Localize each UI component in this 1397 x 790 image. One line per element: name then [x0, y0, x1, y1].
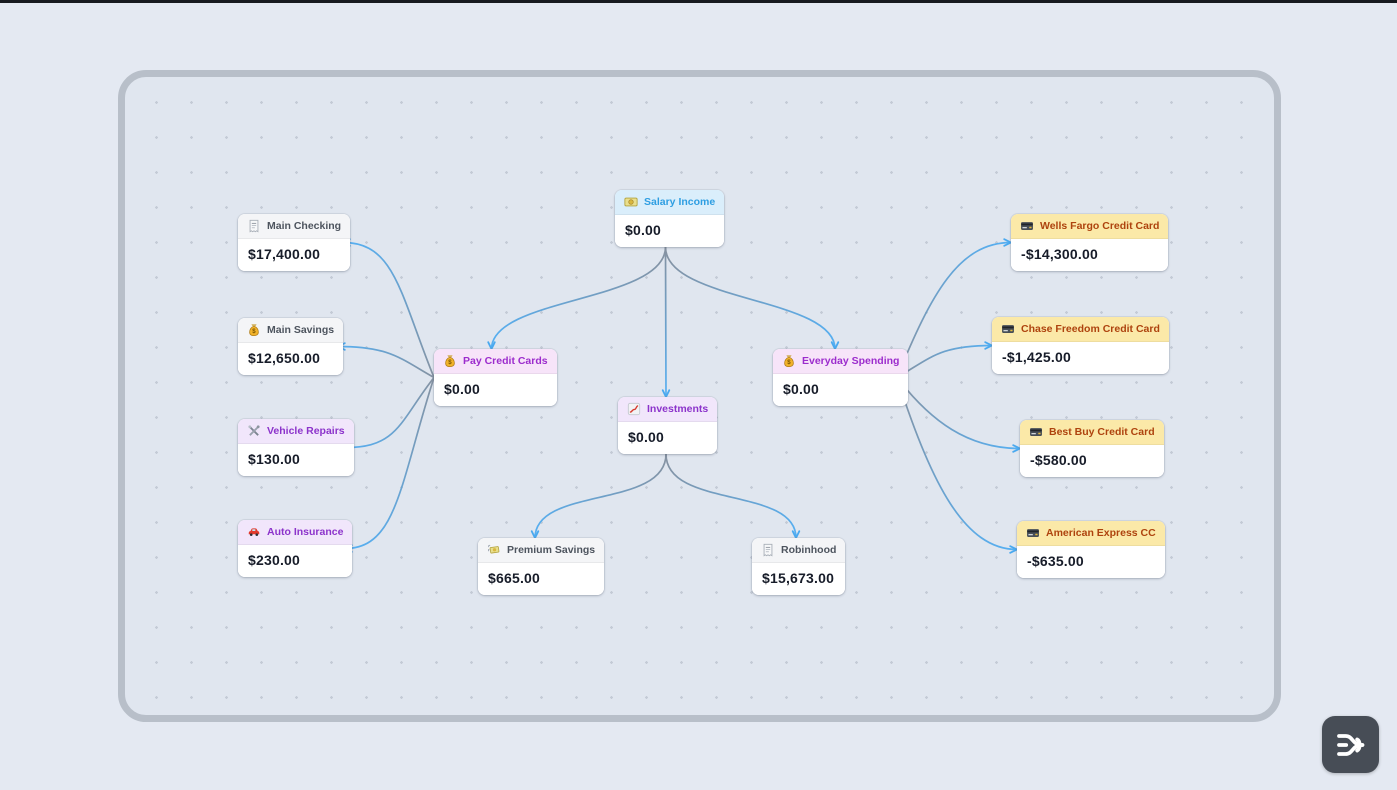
node-vehicle-repairs[interactable]: Vehicle Repairs $130.00 — [238, 419, 354, 476]
node-value: $0.00 — [618, 422, 718, 454]
money-bag-icon: $ — [247, 323, 261, 337]
car-icon — [247, 525, 261, 539]
node-header: $ Main Savings — [238, 318, 344, 343]
credit-card-icon — [1029, 425, 1043, 439]
node-premium-savings[interactable]: Premium Savings $665.00 — [478, 538, 605, 595]
node-everyday-spending[interactable]: $ Everyday Spending $0.00 — [773, 349, 909, 406]
node-label: American Express CC — [1046, 527, 1156, 539]
flow-canvas[interactable] — [118, 70, 1281, 722]
node-header: $ Pay Credit Cards — [434, 349, 557, 374]
node-investments[interactable]: Investments $0.00 — [618, 397, 718, 454]
node-header: Vehicle Repairs — [238, 419, 354, 444]
node-label: Premium Savings — [507, 544, 596, 556]
node-value: -$14,300.00 — [1011, 239, 1169, 271]
node-header: Auto Insurance — [238, 520, 353, 545]
tools-icon — [247, 424, 261, 438]
node-header: Main Checking — [238, 214, 351, 239]
node-header: American Express CC — [1017, 521, 1165, 546]
node-main-savings[interactable]: $ Main Savings $12,650.00 — [238, 318, 344, 375]
credit-card-icon — [1001, 322, 1015, 336]
node-header: Investments — [618, 397, 718, 422]
node-header: Premium Savings — [478, 538, 605, 563]
node-value: -$580.00 — [1020, 445, 1164, 477]
node-value: $12,650.00 — [238, 343, 344, 375]
braid-logo-icon — [1333, 727, 1369, 763]
node-value: -$635.00 — [1017, 546, 1165, 578]
node-label: Wells Fargo Credit Card — [1040, 220, 1160, 232]
node-value: $230.00 — [238, 545, 353, 577]
flying-money-icon — [487, 543, 501, 557]
node-chase-freedom-cc[interactable]: Chase Freedom Credit Card -$1,425.00 — [992, 317, 1169, 374]
node-salary-income[interactable]: Salary Income $0.00 — [615, 190, 725, 247]
svg-text:$: $ — [448, 359, 452, 366]
node-label: Pay Credit Cards — [463, 355, 548, 367]
node-header: Chase Freedom Credit Card — [992, 317, 1169, 342]
node-value: $15,673.00 — [752, 563, 846, 595]
node-value: $0.00 — [615, 215, 725, 247]
node-main-checking[interactable]: Main Checking $17,400.00 — [238, 214, 351, 271]
svg-text:$: $ — [787, 359, 791, 366]
node-header: $ Everyday Spending — [773, 349, 909, 374]
node-label: Robinhood — [781, 544, 837, 556]
money-bag-icon: $ — [782, 354, 796, 368]
app-logo-button[interactable] — [1322, 716, 1379, 773]
node-value: -$1,425.00 — [992, 342, 1169, 374]
node-value: $0.00 — [773, 374, 909, 406]
chart-up-icon — [627, 402, 641, 416]
node-label: Auto Insurance — [267, 526, 344, 538]
node-header: Wells Fargo Credit Card — [1011, 214, 1169, 239]
screen-top-edge — [0, 0, 1397, 3]
node-header: Robinhood — [752, 538, 846, 563]
money-bag-icon: $ — [443, 354, 457, 368]
banknote-icon — [624, 195, 638, 209]
node-value: $17,400.00 — [238, 239, 351, 271]
node-label: Salary Income — [644, 196, 716, 208]
svg-text:$: $ — [252, 328, 256, 335]
node-header: Salary Income — [615, 190, 725, 215]
receipt-icon — [247, 219, 261, 233]
node-auto-insurance[interactable]: Auto Insurance $230.00 — [238, 520, 353, 577]
node-label: Chase Freedom Credit Card — [1021, 323, 1160, 335]
receipt-icon — [761, 543, 775, 557]
node-value: $0.00 — [434, 374, 557, 406]
credit-card-icon — [1026, 526, 1040, 540]
node-label: Best Buy Credit Card — [1049, 426, 1155, 438]
node-label: Investments — [647, 403, 709, 415]
node-label: Main Checking — [267, 220, 342, 232]
node-robinhood[interactable]: Robinhood $15,673.00 — [752, 538, 846, 595]
node-american-express-cc[interactable]: American Express CC -$635.00 — [1017, 521, 1165, 578]
node-best-buy-cc[interactable]: Best Buy Credit Card -$580.00 — [1020, 420, 1164, 477]
node-value: $130.00 — [238, 444, 354, 476]
node-value: $665.00 — [478, 563, 605, 595]
credit-card-icon — [1020, 219, 1034, 233]
node-label: Main Savings — [267, 324, 335, 336]
node-wells-fargo-cc[interactable]: Wells Fargo Credit Card -$14,300.00 — [1011, 214, 1169, 271]
node-header: Best Buy Credit Card — [1020, 420, 1164, 445]
node-label: Vehicle Repairs — [267, 425, 345, 437]
node-label: Everyday Spending — [802, 355, 900, 367]
node-pay-credit-cards[interactable]: $ Pay Credit Cards $0.00 — [434, 349, 557, 406]
